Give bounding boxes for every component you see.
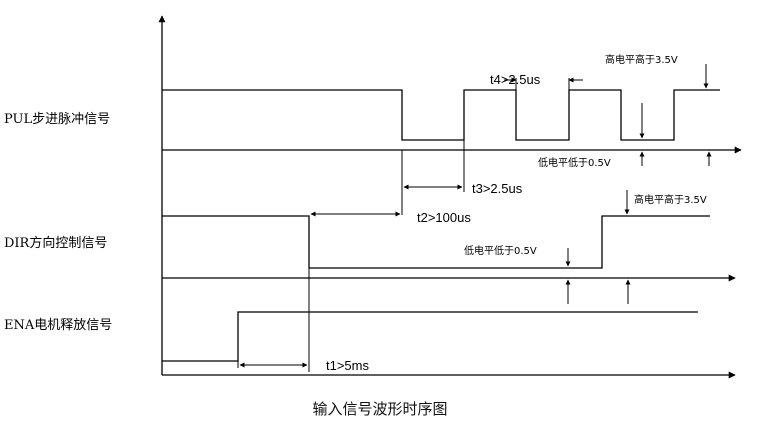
dir-low-note: 低电平低于0.5V [464, 244, 537, 257]
t2-label: t2>100us [417, 210, 471, 225]
dir-high-note: 高电平高于3.5V [634, 193, 707, 206]
dir-waveform [162, 215, 710, 269]
ena-waveform [162, 311, 698, 362]
pul-waveform [162, 89, 720, 141]
pul-low-note: 低电平低于0.5V [538, 156, 611, 169]
ena-signal-label: ENA电机释放信号 [4, 318, 112, 333]
diagram-caption: 输入信号波形时序图 [312, 400, 447, 418]
pul-high-note: 高电平高于3.5V [605, 53, 678, 66]
t4-label: t4>2.5us [490, 72, 541, 87]
dir-signal-label: DIR方向控制信号 [4, 235, 107, 251]
pul-signal-label: PUL步进脉冲信号 [4, 112, 110, 127]
t3-label: t3>2.5us [472, 181, 523, 196]
t1-label: t1>5ms [326, 358, 369, 373]
